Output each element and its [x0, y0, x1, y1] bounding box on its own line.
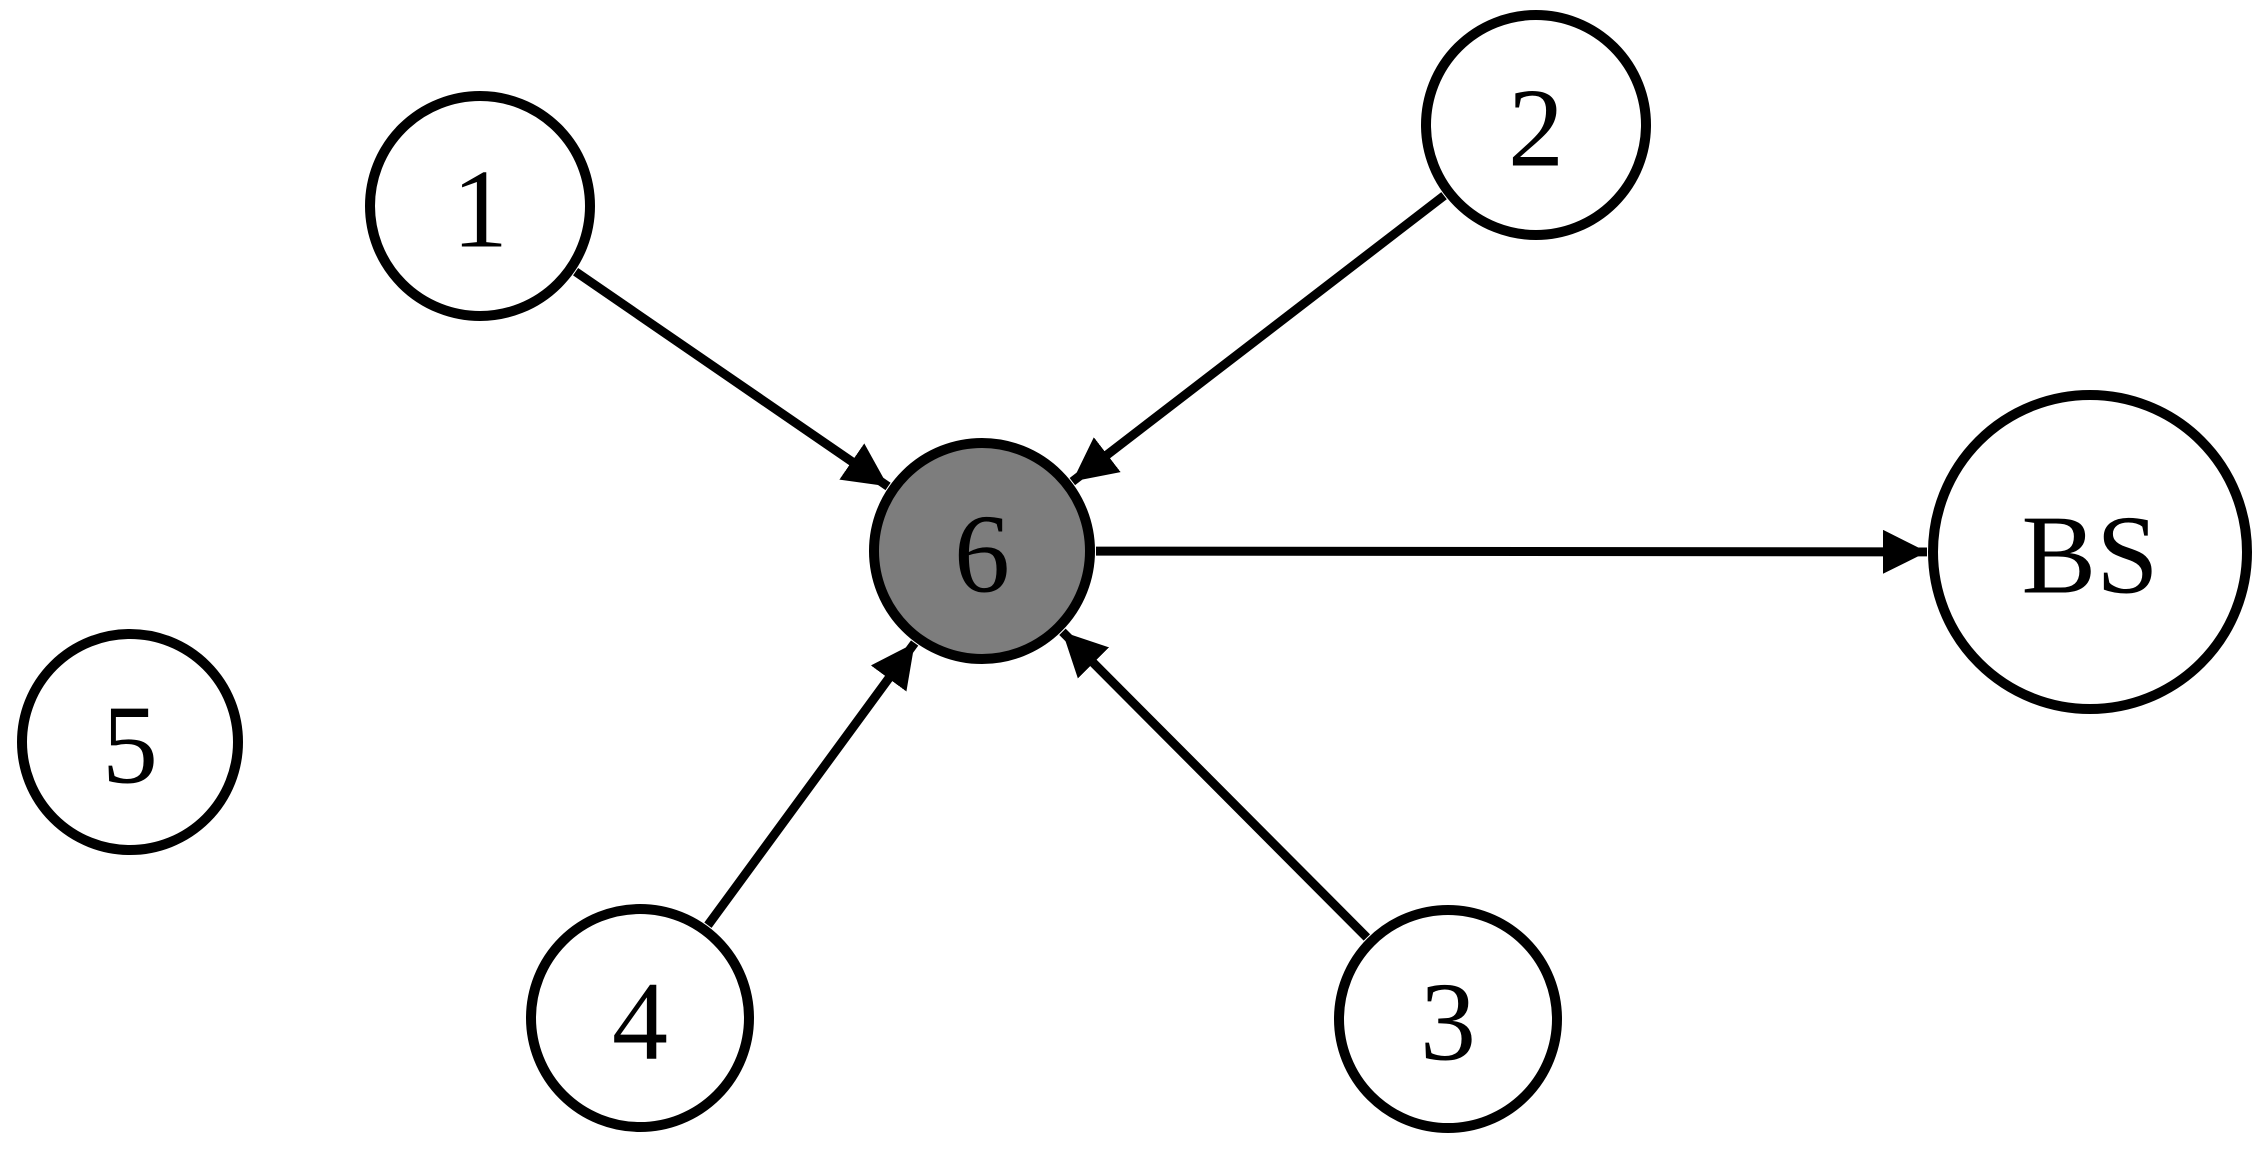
node-2-label: 2	[1508, 66, 1564, 190]
node-1-label: 1	[452, 147, 508, 271]
node-4-circle	[526, 904, 754, 1132]
node-3-label: 3	[1420, 960, 1476, 1084]
node-5-circle	[17, 629, 243, 855]
nodes-layer	[17, 10, 2252, 1133]
node-bs-label: BS	[2022, 493, 2159, 617]
edge-3-to-6	[1059, 628, 1371, 941]
node-6-circle	[869, 438, 1095, 664]
edge-2-to-6	[1069, 192, 1447, 486]
labels-layer: 1 2 3 4 5 6 BS	[102, 66, 2159, 1084]
node-6-label: 6	[954, 492, 1010, 616]
node-3-circle	[1334, 905, 1562, 1133]
edge-4-to-6	[704, 640, 919, 928]
node-bs-circle	[1928, 390, 2252, 714]
node-1-circle	[365, 91, 595, 321]
edges-layer	[573, 192, 1928, 941]
edge-6-to-bs	[1095, 529, 1928, 574]
node-2-circle	[1421, 10, 1651, 240]
edge-1-to-6	[573, 267, 891, 491]
node-5-label: 5	[102, 683, 158, 807]
node-4-label: 4	[612, 959, 668, 1083]
